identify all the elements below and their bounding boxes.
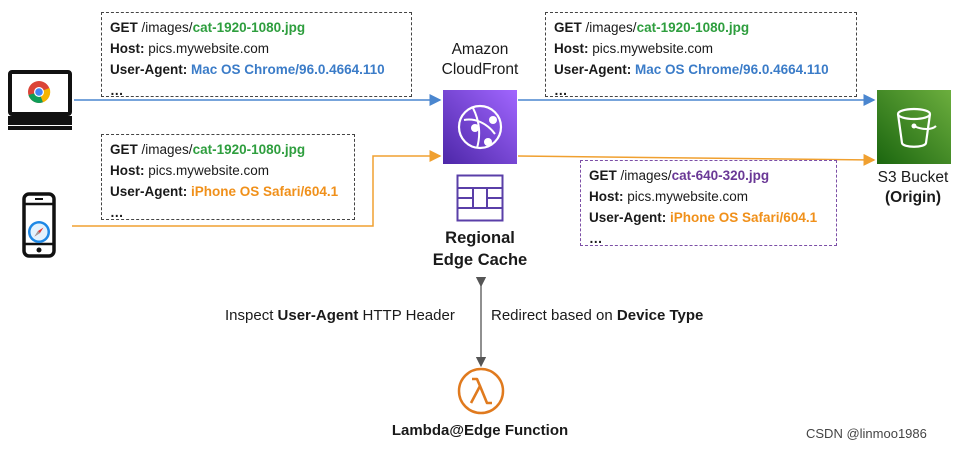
host-key: Host:	[110, 163, 145, 178]
ellipsis: …	[110, 205, 124, 220]
s3-label: S3 Bucket (Origin)	[858, 168, 967, 208]
request-box-top-left: GET /images/cat-1920-1080.jpg Host: pics…	[101, 12, 412, 98]
host-value: pics.mywebsite.com	[148, 163, 270, 178]
ua-value: iPhone OS Safari/604.1	[191, 184, 339, 199]
ua-value: Mac OS Chrome/96.0.4664.110	[635, 62, 829, 77]
inspect-annotation: Inspect User-Agent HTTP Header	[225, 307, 455, 324]
ua-key: User-Agent:	[554, 62, 632, 77]
ellipsis: …	[589, 231, 603, 246]
get-path: /images/	[620, 168, 672, 183]
host-key: Host:	[554, 41, 589, 56]
s3-label-line1: S3 Bucket	[877, 169, 949, 186]
lambda-label: Lambda@Edge Function	[391, 422, 569, 439]
s3-label-line2: (Origin)	[885, 189, 941, 206]
watermark: CSDN @linmoo1986	[806, 426, 927, 441]
cloudfront-icon	[443, 90, 517, 164]
regional-edge-cache-icon	[456, 174, 504, 222]
regional-edge-cache-label: Regional Edge Cache	[410, 227, 550, 271]
phone-to-cloudfront-line	[72, 150, 442, 227]
host-key: Host:	[589, 189, 624, 204]
get-method: GET	[554, 20, 582, 35]
host-value: pics.mywebsite.com	[627, 189, 749, 204]
phone-icon	[22, 192, 56, 258]
get-method: GET	[110, 20, 138, 35]
regional-label-line2: Edge Cache	[432, 251, 528, 269]
redirect-bold: Device Type	[616, 307, 704, 324]
cloudfront-label: Amazon CloudFront	[420, 40, 540, 80]
ua-value: iPhone OS Safari/604.1	[670, 210, 818, 225]
inspect-pre: Inspect	[225, 307, 278, 324]
ua-value: Mac OS Chrome/96.0.4664.110	[191, 62, 385, 77]
cloudfront-label-line2: CloudFront	[441, 61, 519, 78]
laptop-icon	[7, 70, 73, 132]
lambda-icon	[456, 366, 506, 416]
safari-icon	[27, 220, 51, 244]
request-box-top-right: GET /images/cat-1920-1080.jpg Host: pics…	[545, 12, 857, 98]
host-key: Host:	[110, 41, 145, 56]
request-box-mid-left: GET /images/cat-1920-1080.jpg Host: pics…	[101, 134, 355, 220]
get-file: cat-640-320.jpg	[671, 168, 770, 183]
get-file: cat-1920-1080.jpg	[636, 20, 750, 35]
get-path: /images/	[141, 20, 193, 35]
ua-key: User-Agent:	[110, 62, 188, 77]
redirect-pre: Redirect based on	[491, 307, 617, 324]
host-value: pics.mywebsite.com	[148, 41, 270, 56]
get-method: GET	[110, 142, 138, 157]
ua-key: User-Agent:	[110, 184, 188, 199]
ellipsis: …	[554, 83, 568, 98]
inspect-post: HTTP Header	[358, 307, 455, 324]
chrome-icon	[27, 80, 51, 104]
inspect-bold: User-Agent	[277, 307, 359, 324]
cloudfront-label-line1: Amazon	[451, 41, 509, 58]
regional-label-line1: Regional	[445, 229, 515, 247]
cloudfront-to-s3-orange-line	[517, 153, 876, 166]
request-box-mid-right: GET /images/cat-640-320.jpg Host: pics.m…	[580, 160, 837, 246]
s3-bucket-icon	[877, 90, 951, 164]
get-file: cat-1920-1080.jpg	[192, 142, 306, 157]
get-path: /images/	[585, 20, 637, 35]
redirect-annotation: Redirect based on Device Type	[491, 307, 703, 324]
get-method: GET	[589, 168, 617, 183]
host-value: pics.mywebsite.com	[592, 41, 714, 56]
ellipsis: …	[110, 83, 124, 98]
get-path: /images/	[141, 142, 193, 157]
ua-key: User-Agent:	[589, 210, 667, 225]
get-file: cat-1920-1080.jpg	[192, 20, 306, 35]
